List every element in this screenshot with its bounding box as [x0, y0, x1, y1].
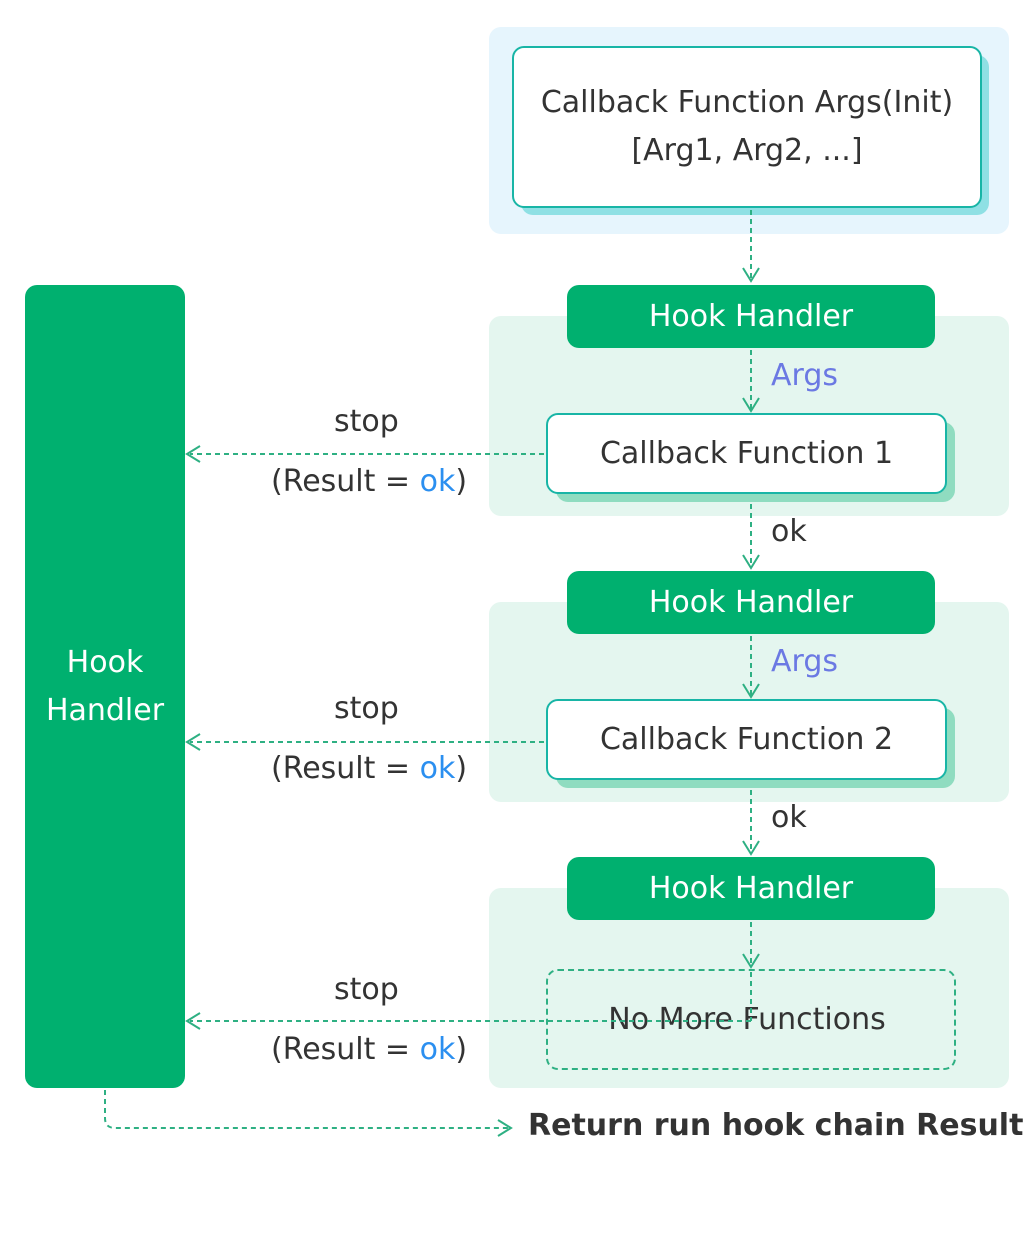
result-label-1: (Result = ok) [271, 464, 467, 499]
result-prefix-3: (Result = [271, 1032, 420, 1067]
hook-handler-1: Hook Handler [567, 285, 935, 348]
callback-function-1: Callback Function 1 [546, 413, 947, 494]
result-label-3: (Result = ok) [271, 1032, 467, 1067]
arrowhead-return [497, 1119, 513, 1137]
arrowhead-handler-2 [742, 554, 760, 570]
side-hook-handler-line1: Hook [66, 644, 144, 680]
arrowhead-handler-3 [742, 840, 760, 856]
init-args-line1: Callback Function Args(Init) [540, 85, 954, 120]
hook-handler-3: Hook Handler [567, 857, 935, 920]
init-args-card: Callback Function Args(Init) [Arg1, Arg2… [512, 46, 982, 208]
arrowhead-no-more [742, 953, 760, 969]
arrowhead-stop-3 [185, 1012, 201, 1030]
hook-handler-3-label: Hook Handler [648, 871, 854, 906]
hook-handler-1-label: Hook Handler [648, 299, 854, 334]
args-label-1: Args [771, 358, 839, 393]
return-path [104, 1090, 508, 1129]
result-label-2: (Result = ok) [271, 751, 467, 786]
no-more-functions-label: No More Functions [608, 1002, 886, 1037]
result-value-2: ok [419, 751, 456, 786]
result-value-3: ok [419, 1032, 456, 1067]
callback-function-2: Callback Function 2 [546, 699, 947, 780]
result-prefix-1: (Result = [271, 464, 420, 499]
no-more-functions-box [546, 969, 956, 1070]
result-suffix-3: ) [455, 1032, 468, 1067]
init-args-line2: [Arg1, Arg2, ...] [631, 133, 863, 168]
args-label-2: Args [771, 644, 839, 679]
return-result-label: Return run hook chain Result [528, 1108, 1024, 1143]
result-value-1: ok [419, 464, 456, 499]
arrowhead-stop-1 [185, 445, 201, 463]
hook-handler-2-label: Hook Handler [648, 585, 854, 620]
arrowhead-callback-1 [742, 397, 760, 413]
stage-panel-3 [489, 888, 1009, 1088]
stop-label-3: stop [334, 972, 399, 1007]
hook-handler-2: Hook Handler [567, 571, 935, 634]
callback-function-2-label: Callback Function 2 [599, 722, 894, 757]
stop-label-1: stop [334, 404, 399, 439]
result-suffix-1: ) [455, 464, 468, 499]
result-prefix-2: (Result = [271, 751, 420, 786]
arrowhead-callback-2 [742, 683, 760, 699]
ok-label-1: ok [771, 514, 807, 549]
callback-function-1-label: Callback Function 1 [599, 436, 894, 471]
result-suffix-2: ) [455, 751, 468, 786]
side-hook-handler: Hook Handler [25, 285, 185, 1088]
arrowhead-init [742, 267, 760, 283]
side-hook-handler-line2: Handler [45, 692, 165, 728]
stop-label-2: stop [334, 691, 399, 726]
ok-label-2: ok [771, 800, 807, 835]
arrowhead-stop-2 [185, 733, 201, 751]
